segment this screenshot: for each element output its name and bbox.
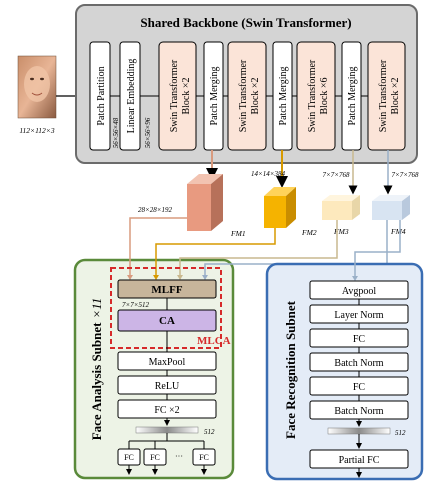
patch-partition-label: Patch Partition — [96, 66, 107, 125]
swin-block-4-label: Swin TransformerBlock ×2 — [378, 59, 401, 132]
face-analysis-title: Face Analysis Subnet×11 — [89, 298, 104, 441]
mid-dim-label: 7×7×512 — [122, 301, 149, 309]
patch-merging-3-label: Patch Merging — [347, 67, 358, 126]
fm3-dim: 7×7×768 — [323, 171, 350, 179]
linear-embedding-label: Linear Embedding — [126, 59, 137, 134]
head-output-arrows — [126, 465, 207, 475]
backbone-blocks: Patch Partition Linear Embedding Swin Tr… — [89, 41, 406, 151]
face-recognition-title: Face Recognition Subnet — [283, 300, 298, 439]
dim-56x56x96: 56×56×96 — [144, 117, 152, 148]
fc-head-1-label: FC — [124, 453, 134, 462]
batch-norm-2-label: Batch Norm — [334, 406, 383, 417]
fm1-cube — [187, 174, 223, 231]
fm2-label: FM2 — [301, 228, 317, 237]
mlca-label: MLCA — [197, 335, 231, 347]
fm4-to-avgpool — [354, 220, 401, 278]
fm2-cube — [264, 187, 296, 228]
input-size-label: 112×112×3 — [19, 126, 55, 135]
fc-x2-label: FC ×2 — [154, 405, 179, 416]
fm3-cube — [322, 195, 360, 220]
fm3-label: FM3 — [333, 227, 349, 236]
partial-fc-label: Partial FC — [339, 455, 380, 466]
avgpool-label: Avgpool — [342, 286, 376, 297]
fm2-dim: 14×14×384 — [251, 170, 285, 178]
input-face-image — [17, 55, 57, 119]
swin-block-2-label: Swin TransformerBlock ×2 — [238, 59, 261, 132]
recognition-vector-dim: 512 — [395, 429, 406, 437]
backbone-title: Shared Backbone (Swin Transformer) — [140, 15, 351, 30]
relu-label: ReLU — [155, 381, 180, 392]
swin-block-3-label: Swin TransformerBlock ×6 — [307, 59, 330, 132]
recognition-feature-vector — [327, 427, 391, 435]
fm4-cube — [372, 195, 410, 220]
fm1-label: FM1 — [230, 229, 246, 238]
fc-1-label: FC — [353, 334, 366, 345]
ca-label: CA — [159, 315, 175, 327]
head-branches — [128, 433, 205, 449]
fc-heads-ellipsis: ··· — [175, 452, 183, 461]
maxpool-label: MaxPool — [149, 357, 186, 368]
analysis-vector-dim: 512 — [204, 428, 215, 436]
fm4-dim: 7×7×768 — [392, 171, 419, 179]
swin-block-1-label: Swin TransformerBlock ×2 — [169, 59, 192, 132]
fm4-label: FM4 — [390, 227, 406, 236]
fc-2-label: FC — [353, 382, 366, 393]
fm-arrowheads — [127, 275, 208, 280]
mlca-box — [110, 267, 222, 349]
fc-head-n-label: FC — [199, 453, 209, 462]
recognition-layers: Avgpool Layer Norm FC Batch Norm FC Batc… — [309, 280, 409, 427]
fc-head-2-label: FC — [150, 453, 160, 462]
analysis-feature-vector — [135, 426, 199, 434]
patch-merging-2-label: Patch Merging — [278, 67, 289, 126]
dim-56x56x48: 56×56×48 — [112, 117, 120, 148]
layer-norm-label: Layer Norm — [334, 310, 383, 321]
batch-norm-1-label: Batch Norm — [334, 358, 383, 369]
patch-merging-1-label: Patch Merging — [209, 67, 220, 126]
fm1-dim: 28×28×192 — [138, 206, 172, 214]
mlff-label: MLFF — [151, 284, 182, 296]
